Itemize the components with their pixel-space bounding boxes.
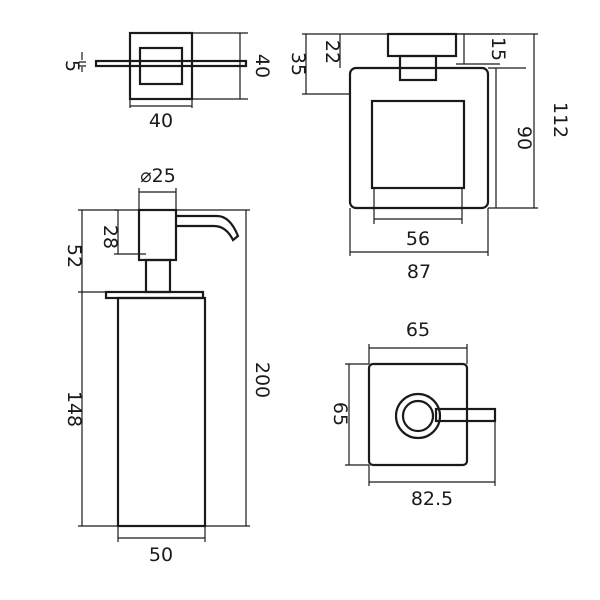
- dim-holder-15: 15: [487, 37, 509, 61]
- holder-side-view: 5 40 40: [61, 31, 273, 132]
- holder-front-view: 35 22 15 90 112 56 87: [287, 32, 571, 283]
- dim-dispenser-52: 52: [63, 244, 85, 268]
- dim-65-top-lines: [368, 344, 468, 364]
- dim-40-right-lines: [192, 32, 248, 100]
- dim-56-lines: [373, 188, 463, 224]
- dim-hook-82-5: 82.5: [411, 488, 453, 510]
- dim-dispenser-28: 28: [99, 225, 121, 249]
- dim-holder-35: 35: [287, 52, 309, 76]
- hook-arm: [434, 407, 497, 423]
- dim-holder-56: 56: [406, 228, 430, 250]
- dim-25-lines: [138, 188, 177, 210]
- soap-dispenser: ⌀25 28 52 148 200 50: [63, 165, 273, 566]
- dim-148-lines: [78, 292, 118, 527]
- dim-dispenser-diameter: ⌀25: [140, 165, 176, 187]
- dim-35-lines: [302, 33, 388, 95]
- dim-holder-22: 22: [321, 40, 343, 64]
- dim-holder-112: 112: [549, 102, 571, 138]
- dim-dispenser-50: 50: [149, 544, 173, 566]
- dim-40-bottom-lines: [129, 99, 193, 108]
- dim-82-lines: [368, 421, 496, 486]
- dim-holder-90: 90: [513, 126, 535, 150]
- dim-hook-65-top: 65: [406, 319, 430, 341]
- holder-side-bar: [94, 59, 248, 68]
- dim-200-lines: [176, 209, 250, 527]
- holder-frame-outer: [348, 66, 490, 210]
- dim-87-lines: [349, 208, 489, 256]
- dim-112-lines: [456, 33, 538, 209]
- dim-50-lines: [117, 526, 206, 542]
- holder-wall-plate: [386, 32, 458, 58]
- dispenser-pump-head: [137, 208, 178, 262]
- hook-base-plate: [367, 362, 469, 467]
- dispenser-spout: [176, 214, 240, 242]
- dim-5-lines: [79, 52, 86, 72]
- dim-dispenser-148: 148: [63, 391, 85, 427]
- dim-hook-65-left: 65: [329, 402, 351, 426]
- dispenser-body: [116, 296, 207, 528]
- dim-holder-side-40-bottom: 40: [149, 110, 173, 132]
- dim-28-lines: [114, 209, 146, 255]
- dim-90-lines: [488, 67, 526, 209]
- dim-52-lines: [78, 209, 118, 293]
- dim-holder-87: 87: [407, 261, 431, 283]
- dim-holder-side-5: 5: [61, 60, 83, 72]
- hook-rosette-outer: [394, 392, 442, 440]
- dim-holder-side-40-right: 40: [251, 54, 273, 78]
- dim-65-left-lines: [345, 363, 369, 466]
- holder-frame-inner: [370, 99, 466, 190]
- hook-rosette-inner: [401, 399, 435, 433]
- robe-hook: 65 65 82.5: [329, 319, 497, 510]
- dim-dispenser-200: 200: [251, 362, 273, 398]
- dispenser-neck: [144, 258, 172, 294]
